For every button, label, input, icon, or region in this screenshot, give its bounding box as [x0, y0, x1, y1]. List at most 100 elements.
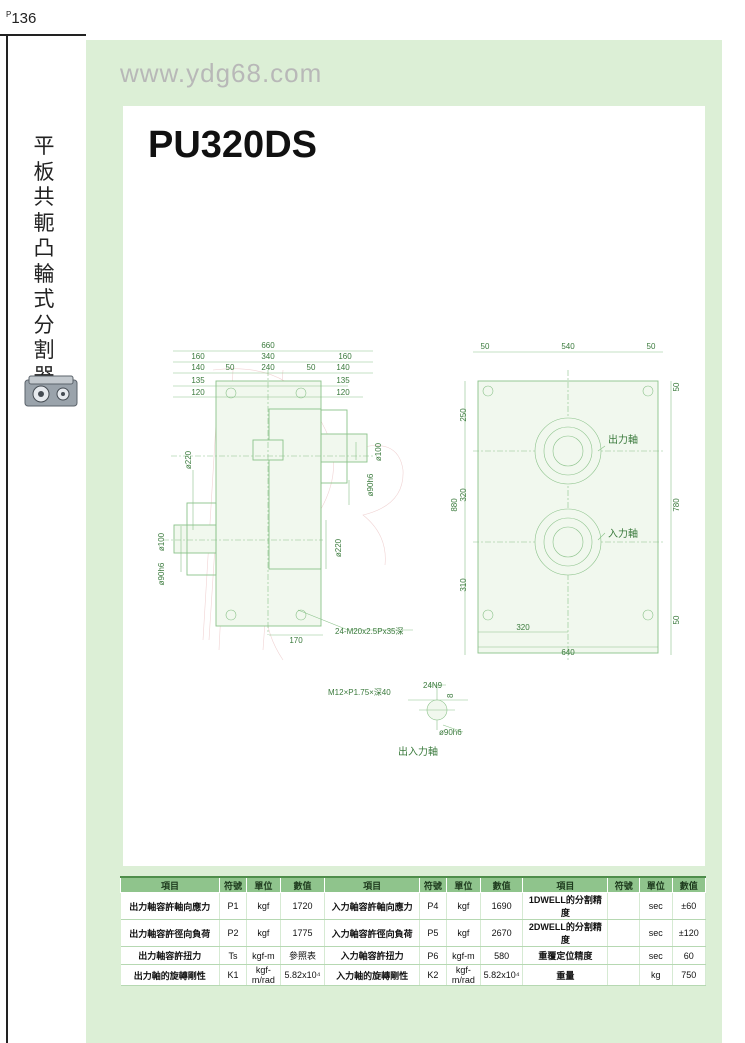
- dim-label: ø90h6: [157, 562, 166, 585]
- dim-label: 50: [647, 342, 656, 351]
- table-cell: kgf: [246, 892, 281, 920]
- table-cell: 入力軸的旋轉剛性: [324, 964, 420, 986]
- table-cell: 5.82x10⁴: [280, 964, 326, 986]
- table-header: 符號: [607, 876, 641, 893]
- table-row: 出力軸容許扭力 Ts kgf-m 參照表 入力軸容許扭力 P6 kgf-m 58…: [120, 946, 707, 965]
- table-cell: K1: [219, 964, 247, 986]
- side-title-char: 共: [33, 185, 55, 209]
- table-cell: 入力軸容許扭力: [324, 946, 420, 965]
- table-row: 出力軸容許軸向應力 P1 kgf 1720 入力軸容許軸向應力 P4 kgf 1…: [120, 892, 707, 920]
- table-header: 項目: [522, 876, 609, 893]
- table-cell: 1DWELL的分割精度: [522, 892, 609, 920]
- table-header: 符號: [219, 876, 247, 893]
- table-header: 單位: [639, 876, 673, 893]
- table-cell: 入力軸容許徑向負荷: [324, 919, 420, 947]
- dim-label: 660: [261, 341, 275, 350]
- table-cell: P5: [419, 919, 447, 947]
- side-title-char: 割: [33, 338, 55, 362]
- table-cell: 重量: [522, 964, 609, 986]
- table-cell: 60: [672, 946, 707, 965]
- side-title-char: 板: [33, 159, 55, 184]
- table-cell: 出力軸容許扭力: [120, 946, 220, 965]
- side-title-char: 式: [33, 287, 55, 311]
- table-header: 單位: [245, 876, 281, 893]
- page-number: P136: [6, 10, 37, 27]
- table-cell: [607, 964, 641, 986]
- side-title-char: 輪: [33, 261, 55, 286]
- depth-note: 8: [446, 693, 455, 698]
- side-title-char: 軛: [33, 210, 55, 235]
- dim-label: 120: [336, 388, 350, 397]
- dim-label: ø100: [374, 442, 383, 461]
- dim-label: 320: [459, 488, 468, 502]
- table-cell: ±120: [672, 919, 707, 947]
- table-cell: kgf-m/rad: [446, 964, 481, 986]
- table-cell: kgf: [446, 919, 481, 947]
- dim-label: ø90h6: [366, 473, 375, 496]
- table-header: 項目: [120, 876, 220, 893]
- shaft-detail-label: 出入力軸: [398, 745, 438, 758]
- table-cell: 重覆定位精度: [522, 946, 609, 965]
- table-row: 出力軸容許徑向負荷 P2 kgf 1775 入力軸容許徑向負荷 P5 kgf 2…: [120, 919, 707, 947]
- table-row: 出力軸的旋轉剛性 K1 kgf-m/rad 5.82x10⁴ 入力軸的旋轉剛性 …: [120, 964, 707, 986]
- table-cell: ±60: [672, 892, 707, 920]
- dim-label: ø220: [334, 538, 343, 557]
- dim-label: 640: [561, 648, 575, 657]
- table-cell: 2670: [480, 919, 524, 947]
- bolt-note: 24-M20x2.5Px35深: [335, 627, 403, 636]
- key-note: 24N9: [423, 681, 443, 690]
- model-title: PU320DS: [148, 124, 317, 166]
- dim-label: 340: [261, 352, 275, 361]
- table-header: 數值: [479, 876, 524, 893]
- technical-drawing: 660 160 340 160 140 50 240 50 140 135 13…: [157, 341, 681, 758]
- table-cell: [607, 946, 641, 965]
- spec-table: 項目 符號 單位 數值 項目 符號 單位 數值 項目 符號 單位 數值 出力軸容…: [120, 876, 707, 986]
- table-cell: 入力軸容許軸向應力: [324, 892, 420, 920]
- table-cell: sec: [639, 946, 673, 965]
- table-cell: kgf-m: [246, 946, 281, 965]
- input-shaft-label: 入力軸: [608, 527, 638, 540]
- table-header: 符號: [418, 876, 447, 893]
- table-cell: kgf-m/rad: [246, 964, 281, 986]
- dim-label: 50: [481, 342, 490, 351]
- dim-label: ø220: [184, 450, 193, 469]
- dim-label: 310: [459, 578, 468, 592]
- dim-label: 140: [336, 363, 350, 372]
- dim-label: 160: [338, 352, 352, 361]
- table-cell: [607, 919, 641, 947]
- table-cell: kgf: [246, 919, 281, 947]
- table-cell: sec: [639, 919, 673, 947]
- output-shaft-label: 出力軸: [608, 433, 638, 446]
- top-rule: [0, 34, 86, 36]
- table-header: 項目: [324, 876, 420, 893]
- table-cell: Ts: [219, 946, 247, 965]
- table-cell: 750: [672, 964, 707, 986]
- side-title: 平 板 共 軛 凸 輪 式 分 割 器: [30, 134, 58, 389]
- diameter-note: ø90h6: [439, 728, 462, 737]
- table-cell: kg: [639, 964, 673, 986]
- table-cell: 1775: [280, 919, 326, 947]
- side-title-char: 凸: [33, 236, 55, 260]
- dim-label: 50: [226, 363, 235, 372]
- table-header: 單位: [445, 876, 481, 893]
- dim-label: 135: [191, 376, 205, 385]
- website-url[interactable]: www.ydg68.com: [120, 58, 323, 88]
- dim-label: 50: [307, 363, 316, 372]
- dim-label: 135: [336, 376, 350, 385]
- dim-label: 170: [289, 636, 303, 645]
- dim-label: 880: [450, 498, 459, 512]
- table-header-row: 項目 符號 單位 數值 項目 符號 單位 數值 項目 符號 單位 數值: [120, 876, 707, 893]
- table-cell: 1720: [280, 892, 326, 920]
- table-cell: 出力軸容許徑向負荷: [120, 919, 220, 947]
- table-cell: P4: [419, 892, 447, 920]
- dim-label: 50: [672, 615, 681, 624]
- table-cell: 1690: [480, 892, 524, 920]
- table-cell: 580: [480, 946, 524, 965]
- left-rule: [6, 34, 8, 1043]
- dim-label: 540: [561, 342, 575, 351]
- table-cell: kgf-m: [446, 946, 481, 965]
- side-title-char: 平: [33, 134, 55, 158]
- thread-note: M12×P1.75×深40: [328, 688, 391, 697]
- table-cell: sec: [639, 892, 673, 920]
- side-title-char: 分: [33, 312, 55, 337]
